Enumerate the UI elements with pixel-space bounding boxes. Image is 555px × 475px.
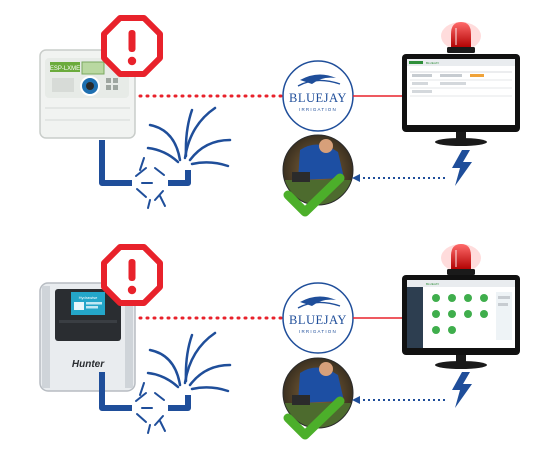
monitor-icon: BLUEJAY — [402, 275, 520, 369]
logo-subtitle: IRRIGATION — [299, 107, 337, 112]
logo-title: BLUEJAY — [289, 91, 347, 105]
lightning-bolt-icon — [452, 372, 472, 408]
alarm-beacon-icon — [441, 244, 481, 275]
controller-2-brand: Hunter — [72, 359, 105, 370]
monitor-2-brand: BLUEJAY — [426, 282, 439, 286]
logo-title: BLUEJAY — [289, 313, 347, 327]
controller-1-label-strip — [50, 62, 80, 72]
sprinkler-spray-icon — [146, 106, 232, 168]
check-mark-icon — [283, 173, 345, 217]
sprinkler-spray-icon — [146, 331, 232, 393]
alarm-beacon-icon — [441, 22, 481, 53]
logo-subtitle: IRRIGATION — [299, 329, 337, 334]
controller-1-model: ESP-LXME — [50, 66, 80, 72]
controller-2-model: Hydrawise — [79, 295, 98, 300]
warning-octagon-icon — [101, 15, 163, 77]
arrow-head-1 — [352, 174, 360, 182]
monitor-1-brand: BLUEJAY — [426, 61, 439, 65]
check-mark-icon — [283, 396, 345, 440]
bluejay-logo: BLUEJAY IRRIGATION — [282, 60, 354, 132]
row-2: Hydrawise Hunter — [39, 244, 520, 440]
broken-pipe-icon — [99, 140, 191, 209]
broken-pipe-icon — [99, 372, 191, 434]
arrow-head-2 — [352, 396, 360, 404]
warning-octagon-icon — [101, 244, 163, 306]
lightning-bolt-icon — [452, 150, 472, 186]
row-1: ESP-LXME — [39, 15, 520, 217]
irrigation-controller-1: ESP-LXME — [39, 49, 136, 139]
irrigation-controller-2: Hydrawise Hunter — [39, 282, 136, 392]
bluejay-logo: BLUEJAY IRRIGATION — [282, 282, 354, 354]
monitor-icon: BLUEJAY — [402, 54, 520, 146]
